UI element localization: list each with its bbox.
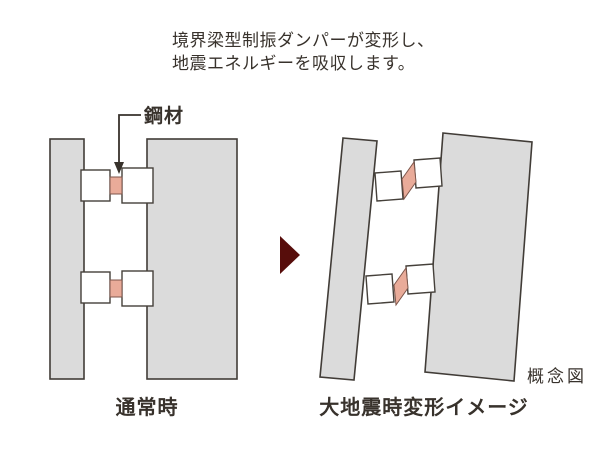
caption-line-2: 地震エネルギーを吸収します。 <box>172 54 416 73</box>
connector-stub <box>405 263 436 295</box>
conceptual-diagram-note: 概念図 <box>527 367 587 386</box>
earthquake-state-caption: 大地震時変形イメージ <box>319 397 529 419</box>
connector-stub <box>121 167 154 204</box>
connector-stub <box>374 170 404 202</box>
steel-damper-sheared <box>393 266 409 307</box>
connector-stub <box>413 157 443 189</box>
connector-stub <box>80 169 111 202</box>
left-wall <box>49 138 85 380</box>
steel-damper <box>109 176 123 195</box>
leader-arrowhead-icon <box>114 162 124 174</box>
diagram-caption: 境界梁型制振ダンパーが変形し、 地震エネルギーを吸収します。 <box>172 29 435 75</box>
connector-stub <box>365 273 395 305</box>
left-wall-tilted <box>319 137 378 381</box>
connector-stub <box>121 270 154 307</box>
leader-line <box>118 114 141 163</box>
connector-stub <box>80 271 111 304</box>
right-wall <box>146 138 238 380</box>
steel-material-label: 鋼材 <box>144 106 185 127</box>
transition-arrow-icon <box>280 236 300 274</box>
normal-state-diagram <box>49 138 238 380</box>
steel-damper <box>109 279 123 298</box>
deformed-state-diagram <box>319 132 533 382</box>
steel-damper-sheared <box>401 160 417 201</box>
normal-state-caption: 通常時 <box>115 397 179 419</box>
caption-line-1: 境界梁型制振ダンパーが変形し、 <box>172 31 435 50</box>
